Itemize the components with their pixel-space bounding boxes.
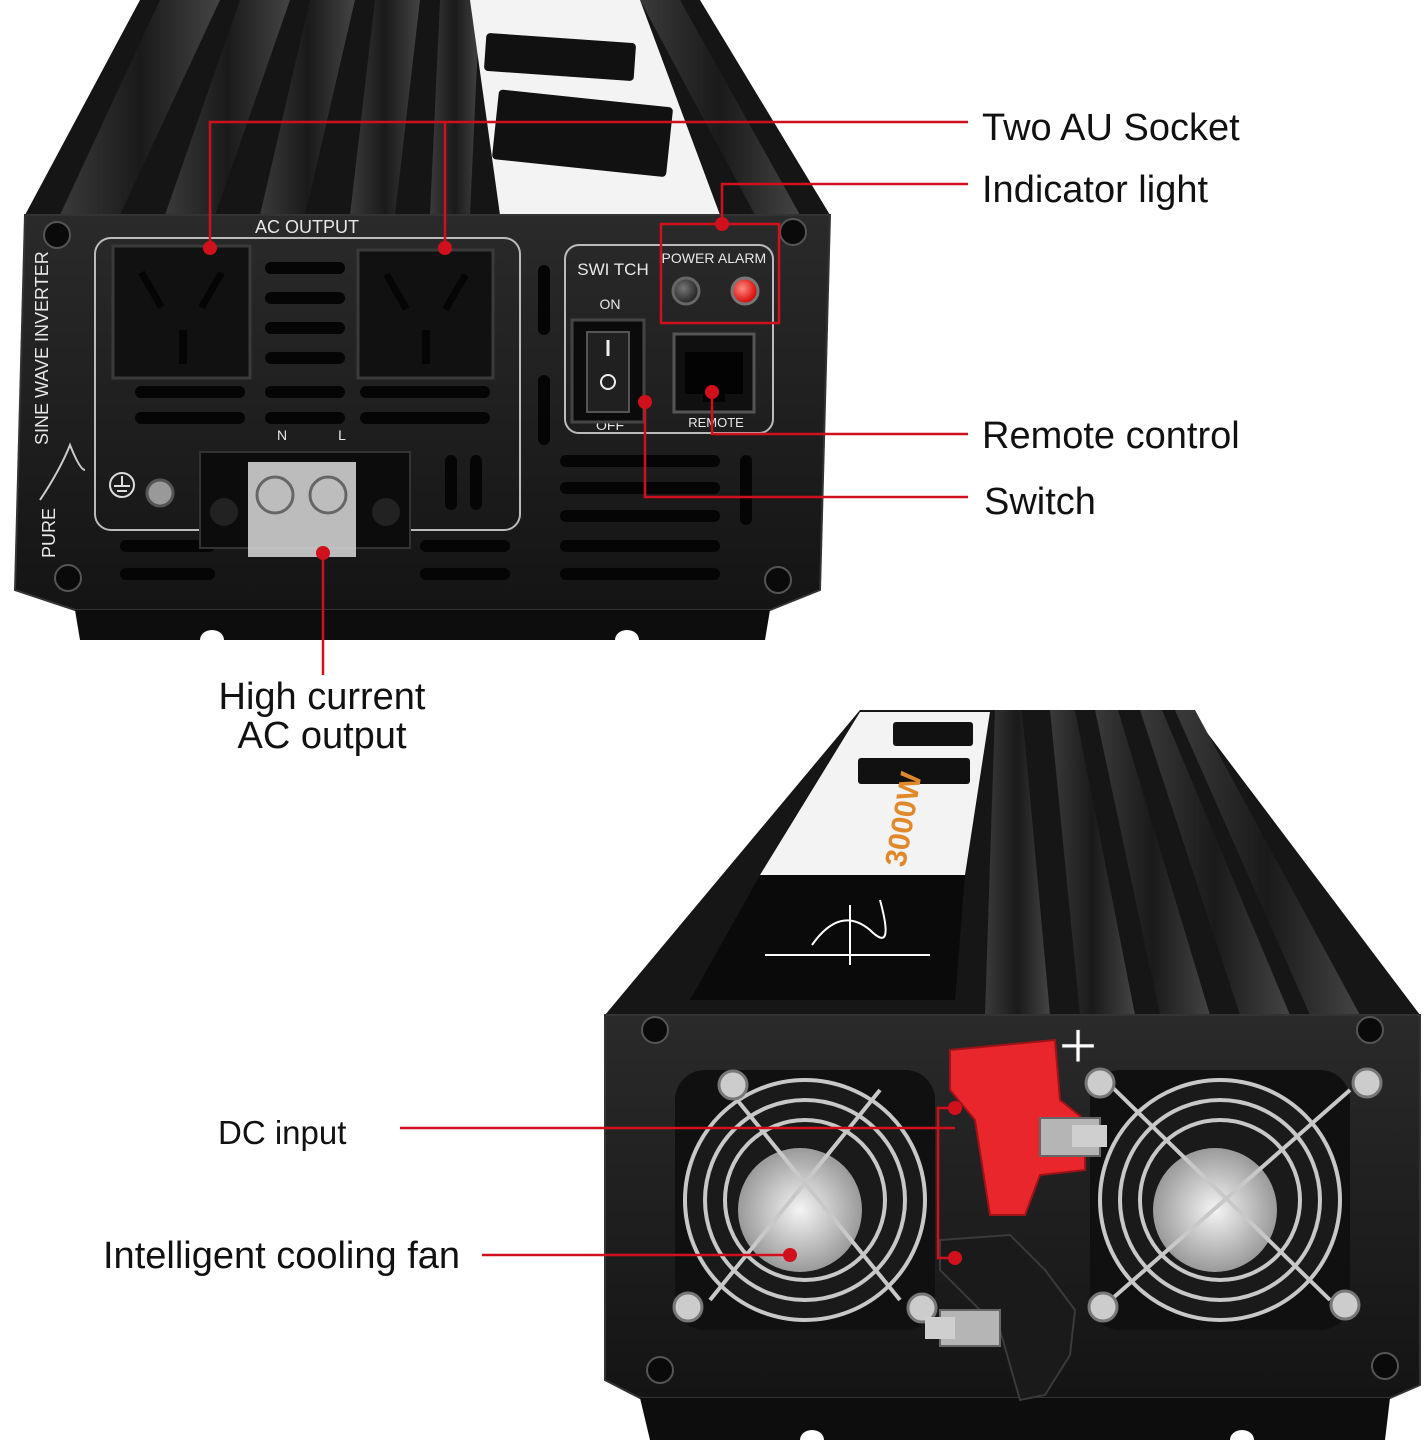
ground-post [145, 478, 175, 508]
sine-wave-icon [765, 899, 930, 965]
rear-heatsink-fins [985, 710, 1360, 1015]
alarm-led [730, 276, 760, 306]
dc-plus-sign: + [1056, 1015, 1100, 1075]
remote-label: REMOTE [688, 415, 744, 430]
remote-port [672, 332, 756, 414]
callout-cooling-fan: Intelligent cooling fan [103, 1235, 461, 1277]
dc-positive-terminal [949, 1038, 1107, 1216]
rear-inverter: 3000W [604, 710, 1421, 1440]
screw-icon [43, 218, 807, 594]
callout-two-au-socket: Two AU Socket [982, 107, 1240, 149]
au-socket-right [356, 248, 495, 380]
callout-dc-input: DC input [218, 1114, 347, 1151]
alarm-led-label: ALARM [718, 250, 766, 266]
rear-spec-label-2 [858, 758, 970, 784]
sine-wave-icon [39, 442, 86, 501]
front-vent-slots [120, 262, 752, 580]
rear-black-label [690, 875, 965, 1000]
screw-icon [641, 1016, 1399, 1384]
sine-wave-inverter-text: SINE WAVE INVERTER [32, 251, 52, 445]
callout-high-current-line2: AC output [237, 715, 407, 757]
au-socket-left [111, 244, 252, 380]
callout-remote-control: Remote control [982, 415, 1240, 457]
leader-dots [203, 217, 962, 1265]
power-led-label: POWER [662, 250, 715, 266]
switch-on-label: ON [600, 296, 621, 312]
front-spec-label-1 [484, 33, 636, 81]
callout-high-current-line1: High current [218, 676, 426, 718]
rear-spec-label-1 [893, 722, 973, 746]
front-inverter: AC OUTPUT [13, 0, 832, 640]
neutral-label: N [277, 427, 287, 443]
dc-negative-terminal [925, 1233, 1077, 1402]
fan-grille-icon [672, 1069, 996, 1330]
live-label: L [338, 427, 346, 443]
leader-lines [208, 120, 968, 1260]
ac-output-label: AC OUTPUT [255, 217, 359, 237]
rear-base-flange [640, 1398, 1390, 1440]
power-rocker-switch [570, 318, 646, 424]
switch-label: SWI TCH [577, 260, 648, 279]
rear-label-strip [760, 712, 990, 875]
ground-symbol-icon [109, 472, 135, 498]
front-spec-label-2 [492, 89, 673, 177]
fan-grille-icon [1084, 1067, 1383, 1330]
front-base-flange [75, 610, 770, 640]
control-frame [564, 244, 774, 434]
power-led [671, 276, 701, 306]
callout-indicator-light: Indicator light [982, 169, 1209, 211]
front-heatsink-fins [60, 0, 800, 215]
ac-terminal-block [199, 451, 411, 557]
callout-switch: Switch [984, 481, 1096, 523]
pure-text: PURE [39, 508, 59, 558]
